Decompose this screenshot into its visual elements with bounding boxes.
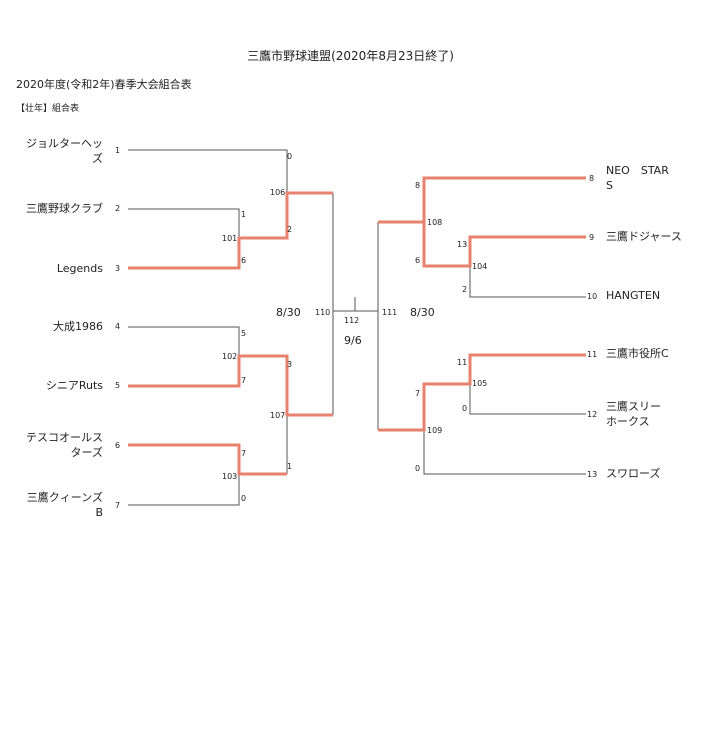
game-number: 102 — [222, 352, 238, 361]
game-number: 107 — [270, 411, 286, 420]
final-date: 9/6 — [344, 334, 362, 347]
score: 7 — [415, 389, 421, 398]
seed-number: 3 — [115, 264, 121, 273]
bracket-line — [469, 266, 586, 298]
seed-number: 5 — [115, 381, 121, 390]
team-name-6: テスコオールスターズ — [26, 431, 103, 459]
score: 0 — [287, 152, 293, 161]
score: 7 — [241, 449, 247, 458]
score: 11 — [457, 358, 468, 367]
score: 0 — [415, 464, 421, 473]
score: 2 — [462, 285, 468, 294]
team-name-10: HANGTEN — [606, 289, 661, 302]
score: 1 — [287, 462, 293, 471]
team-name-9: 三鷹ドジャース — [606, 230, 682, 243]
semifinal-date-left: 8/30 — [276, 306, 301, 319]
score: 0 — [241, 494, 247, 503]
bracket-line — [469, 384, 586, 415]
bracket-line — [128, 208, 240, 238]
game-number: 109 — [427, 426, 443, 435]
seed-number: 9 — [589, 233, 595, 242]
team-name-13: スワローズ — [606, 467, 661, 480]
score: 0 — [462, 404, 468, 413]
seed-number: 11 — [587, 350, 598, 359]
section-label: 【壮年】組合表 — [16, 104, 80, 114]
seed-number: 10 — [587, 292, 598, 301]
score: 13 — [457, 240, 468, 249]
seed-number: 1 — [115, 146, 121, 155]
score: 7 — [241, 376, 247, 385]
game-number: 105 — [472, 379, 488, 388]
game-number: 108 — [427, 218, 443, 227]
bracket-line — [128, 474, 240, 506]
game-number: 103 — [222, 472, 238, 481]
semifinal-date-right: 8/30 — [410, 306, 435, 319]
team-name-11: 三鷹市役所C — [606, 347, 669, 360]
seed-number: 12 — [587, 410, 598, 419]
game-number: 112 — [344, 316, 360, 325]
winner-bracket-line — [128, 354, 333, 417]
score: 6 — [415, 256, 421, 265]
seed-number: 6 — [115, 441, 121, 450]
game-number: 104 — [472, 262, 488, 271]
game-number: 110 — [315, 308, 331, 317]
bracket-line — [128, 149, 288, 193]
team-name-1: ジョルターヘッズ — [26, 137, 103, 165]
seed-number: 4 — [115, 322, 121, 331]
team-name-12: 三鷹スリーホークス — [606, 400, 661, 428]
winner-bracket-line — [422, 222, 586, 268]
bracket-line — [128, 326, 240, 356]
score: 8 — [415, 181, 421, 190]
page-title: 三鷹市野球連盟(2020年8月23日終了) — [247, 49, 454, 63]
score: 6 — [241, 256, 247, 265]
score: 3 — [287, 360, 293, 369]
seed-number: 13 — [587, 470, 598, 479]
game-number: 106 — [270, 188, 286, 197]
seed-number: 2 — [115, 204, 121, 213]
score: 1 — [241, 210, 247, 219]
seed-number: 8 — [589, 174, 595, 183]
team-name-4: 大成1986 — [53, 320, 103, 333]
team-name-3: Legends — [56, 262, 103, 275]
tournament-subtitle: 2020年度(令和2年)春季大会組合表 — [16, 78, 192, 91]
game-number: 111 — [382, 308, 398, 317]
winner-bracket-line — [378, 176, 586, 224]
game-number: 101 — [222, 234, 238, 243]
score: 5 — [241, 329, 247, 338]
team-name-5: シニアRuts — [45, 379, 103, 392]
score: 2 — [287, 225, 293, 234]
team-name-2: 三鷹野球クラブ — [26, 202, 103, 215]
winner-bracket-line — [378, 353, 586, 432]
winner-bracket-line — [128, 443, 287, 476]
winner-bracket-line — [128, 191, 333, 270]
bracket-line — [423, 430, 586, 475]
seed-number: 7 — [115, 501, 121, 510]
